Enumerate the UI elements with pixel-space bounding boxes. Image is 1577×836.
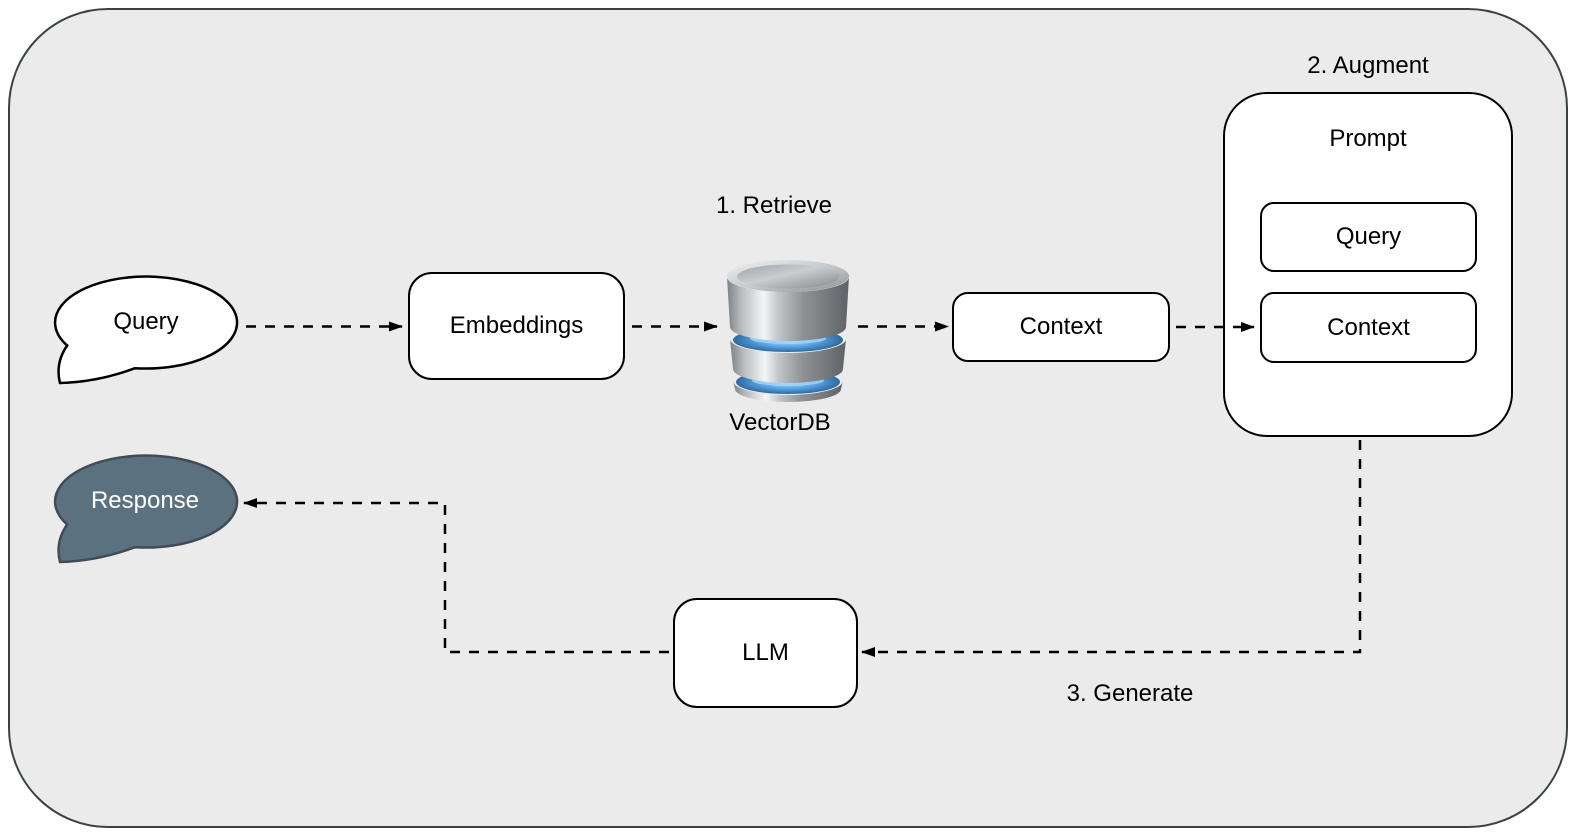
step-label-augment: 2. Augment xyxy=(1307,52,1429,79)
llm-node: LLM xyxy=(673,598,858,708)
context-node: Context xyxy=(952,292,1170,362)
response-bubble-label: Response xyxy=(90,487,200,514)
vectordb-icon xyxy=(727,260,849,402)
embeddings-label: Embeddings xyxy=(449,312,584,339)
query-bubble-label: Query xyxy=(113,308,179,335)
speech-bubble-shape xyxy=(53,454,239,564)
prompt-query-node: Query xyxy=(1260,202,1477,272)
speech-bubble-shape xyxy=(53,275,239,385)
database-icon xyxy=(727,260,849,402)
prompt-container: Prompt Query Context xyxy=(1223,92,1513,437)
response-speech-bubble xyxy=(53,454,239,564)
llm-label: LLM xyxy=(742,639,789,666)
prompt-title: Prompt xyxy=(1329,125,1407,152)
step-label-retrieve: 1. Retrieve xyxy=(715,192,833,219)
prompt-context-node: Context xyxy=(1260,292,1477,363)
context-label: Context xyxy=(1019,313,1103,340)
vectordb-label: VectorDB xyxy=(729,409,831,436)
embeddings-node: Embeddings xyxy=(408,272,625,380)
prompt-context-label: Context xyxy=(1327,313,1410,341)
step-label-generate: 3. Generate xyxy=(1066,680,1194,707)
query-speech-bubble xyxy=(53,275,239,385)
prompt-query-label: Query xyxy=(1335,223,1402,250)
